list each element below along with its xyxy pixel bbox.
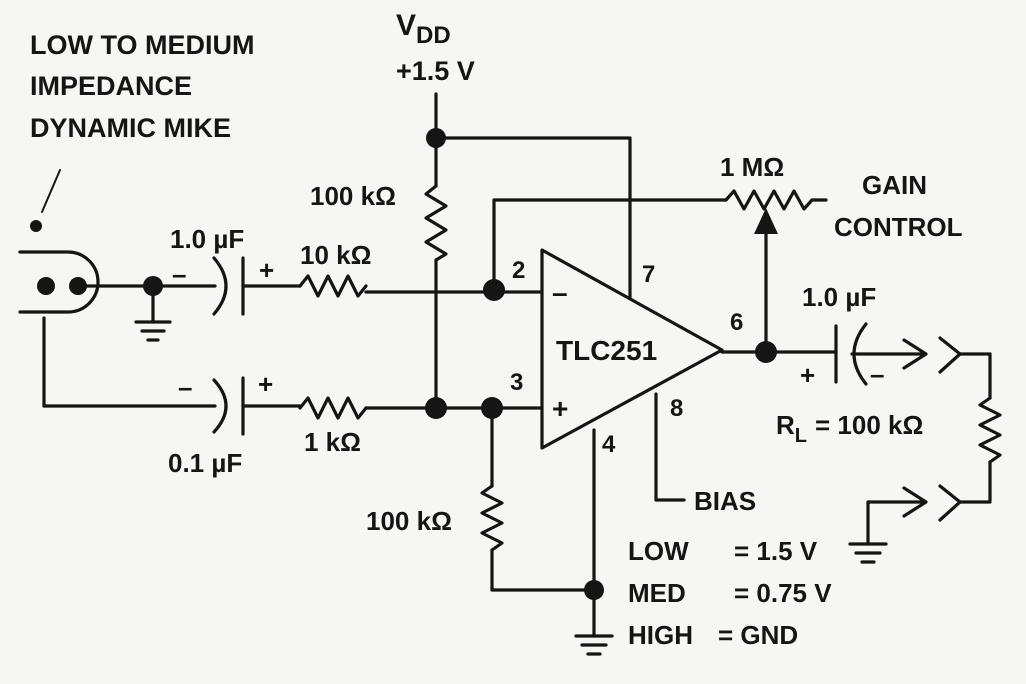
r-in1-label: 10 kΩ bbox=[300, 240, 371, 270]
c-out-minus: – bbox=[870, 359, 884, 389]
bias-low-value: = 1.5 V bbox=[734, 536, 818, 566]
ground-symbol-opamp bbox=[574, 634, 614, 656]
r-bias-top-label: 100 kΩ bbox=[310, 181, 396, 211]
r-load-label: RL= 100 kΩ bbox=[776, 410, 923, 447]
source-label-leader bbox=[41, 169, 61, 213]
pin-7-label: 7 bbox=[642, 261, 655, 288]
pin-6-label: 6 bbox=[730, 309, 743, 336]
c-in1-label: 1.0 µF bbox=[170, 224, 244, 254]
ground-symbol-output bbox=[848, 542, 888, 564]
opamp-name: TLC251 bbox=[556, 335, 657, 366]
gain-control-line1: GAIN bbox=[862, 170, 927, 200]
bias-high-value: = GND bbox=[718, 620, 798, 650]
vdd-subscript: DD bbox=[416, 22, 451, 49]
opamp-triangle bbox=[540, 248, 724, 450]
node-ground bbox=[584, 580, 604, 600]
wire-pin8-bias bbox=[654, 392, 686, 502]
resistor-r-bias-bottom bbox=[480, 484, 504, 552]
c-in2-label: 0.1 µF bbox=[168, 448, 242, 478]
source-label-line3: DYNAMIC MIKE bbox=[30, 113, 231, 143]
c-out-plus: + bbox=[800, 360, 815, 390]
ground-symbol-jack bbox=[134, 284, 172, 342]
wire-feedback bbox=[492, 198, 728, 292]
gain-control-line2: CONTROL bbox=[834, 212, 963, 242]
c-in2-plus: + bbox=[258, 369, 273, 399]
capacitor-c-in2 bbox=[212, 376, 245, 436]
output-plug-bottom-icon bbox=[866, 484, 992, 546]
resistor-r-bias-top bbox=[424, 184, 448, 262]
wire-vdd-to-pin7 bbox=[434, 136, 632, 300]
opamp-inv-sign: – bbox=[552, 277, 568, 308]
c-in2-minus: – bbox=[178, 372, 192, 402]
c-in1-minus: – bbox=[172, 259, 186, 289]
bias-high-key: HIGH bbox=[628, 620, 693, 650]
pin-4-label: 4 bbox=[602, 431, 616, 458]
potentiometer-r-feedback bbox=[724, 189, 814, 211]
resistor-r-in2 bbox=[298, 396, 368, 420]
r-feedback-label: 1 MΩ bbox=[720, 152, 784, 182]
pin-3-label: 3 bbox=[510, 369, 523, 396]
pin-2-label: 2 bbox=[512, 257, 525, 284]
wire-bias-bottom-to-ground bbox=[490, 548, 596, 592]
r-in2-label: 1 kΩ bbox=[304, 427, 361, 457]
opamp-noninv-sign: + bbox=[552, 393, 568, 424]
wiper-arrow-icon bbox=[754, 208, 778, 234]
pin-8-label: 8 bbox=[670, 395, 683, 422]
bias-med-key: MED bbox=[628, 578, 686, 608]
c-in1-plus: + bbox=[259, 255, 274, 285]
capacitor-c-in1 bbox=[212, 256, 245, 316]
bias-med-value: = 0.75 V bbox=[734, 578, 832, 608]
bias-low-key: LOW bbox=[628, 536, 689, 566]
bias-title: BIAS bbox=[694, 486, 756, 516]
node-output bbox=[755, 341, 777, 363]
source-label-line1: LOW TO MEDIUM bbox=[30, 30, 254, 60]
r-bias-bottom-label: 100 kΩ bbox=[366, 506, 452, 536]
output-plug-top-icon bbox=[902, 336, 992, 374]
source-label-line2: IMPEDANCE bbox=[30, 71, 192, 101]
microphone-jack-icon bbox=[18, 220, 100, 408]
c-out-label: 1.0 µF bbox=[802, 282, 876, 312]
vdd-voltage: +1.5 V bbox=[396, 56, 475, 86]
vdd-name: VDD bbox=[396, 9, 451, 49]
resistor-r-in1 bbox=[298, 274, 368, 298]
resistor-r-load bbox=[978, 396, 1002, 464]
